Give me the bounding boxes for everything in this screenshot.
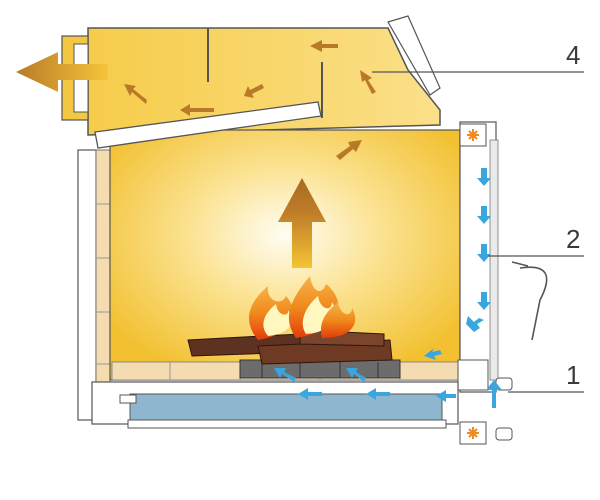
callout-2: 2 xyxy=(566,224,581,254)
callout-leaders xyxy=(372,71,584,393)
exhaust-arrow-icon xyxy=(16,52,108,92)
fan-icon xyxy=(459,123,487,147)
flame-icon xyxy=(249,276,356,340)
hot-air-arrow-icon xyxy=(124,40,376,160)
hot-air-arrow-icon xyxy=(278,178,326,268)
callout-1: 1 xyxy=(566,360,581,390)
door-frame xyxy=(457,121,548,441)
base-ash-tray xyxy=(91,381,459,429)
fan-icon xyxy=(459,421,487,445)
cold-air-arrow-icon xyxy=(274,168,502,408)
housing-frame xyxy=(77,149,111,421)
upper-convection-chamber xyxy=(87,15,441,136)
callout-4: 4 xyxy=(566,40,581,70)
